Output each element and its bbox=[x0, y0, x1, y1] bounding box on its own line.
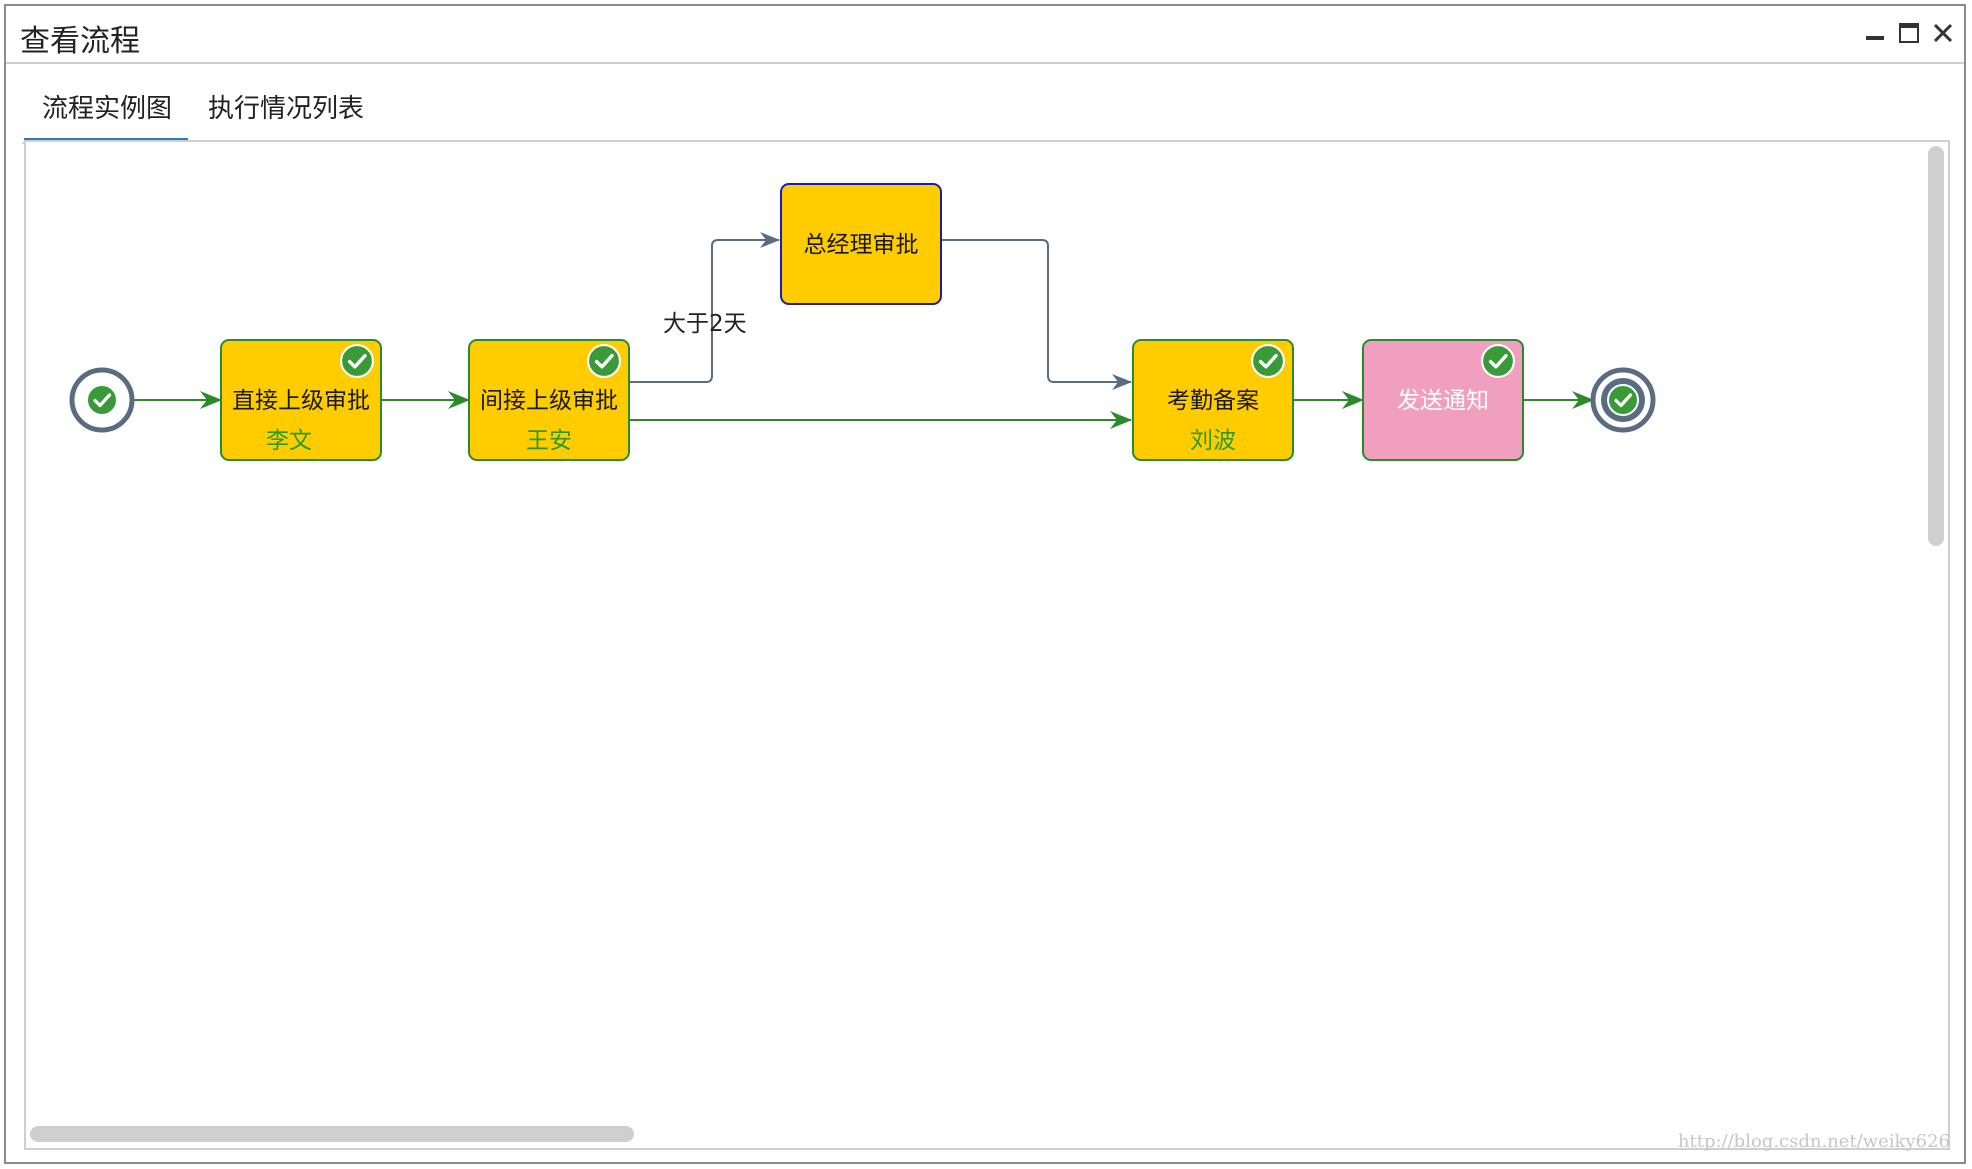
process-view-window: 查看流程 流程实例图 执行情况列表 bbox=[4, 4, 1966, 1164]
task-assignee: 李文 bbox=[266, 428, 312, 454]
task-title: 间接上级审批 bbox=[480, 388, 618, 414]
task-title: 发送通知 bbox=[1397, 388, 1489, 414]
start-event[interactable] bbox=[69, 367, 135, 433]
minimize-icon bbox=[1866, 36, 1884, 40]
task-direct-supervisor[interactable]: 直接上级审批 李文 bbox=[220, 339, 382, 461]
task-general-manager[interactable]: 总经理审批 bbox=[780, 183, 942, 305]
window-title: 查看流程 bbox=[20, 24, 140, 59]
watermark: http://blog.csdn.net/weiky626 bbox=[1677, 1131, 1950, 1152]
close-icon bbox=[1933, 23, 1953, 43]
check-icon bbox=[340, 344, 374, 378]
check-icon bbox=[86, 384, 118, 416]
horizontal-scrollbar[interactable] bbox=[30, 1126, 634, 1142]
edge-gm-to-attendance bbox=[942, 239, 1132, 390]
task-title: 总经理审批 bbox=[804, 232, 919, 258]
task-title: 考勤备案 bbox=[1167, 388, 1259, 414]
tab-process-diagram[interactable]: 流程实例图 bbox=[42, 94, 173, 124]
check-icon bbox=[1607, 384, 1639, 416]
check-icon bbox=[587, 344, 621, 378]
process-diagram-canvas: 大于2天 直接上级审批 李文 间接上级审批 王安 bbox=[24, 140, 1950, 1150]
edge-indirect-to-gm bbox=[630, 232, 780, 383]
task-title: 直接上级审批 bbox=[232, 388, 370, 414]
task-attendance-record[interactable]: 考勤备案 刘波 bbox=[1132, 339, 1294, 461]
vertical-scrollbar[interactable] bbox=[1928, 146, 1944, 546]
condition-label: 大于2天 bbox=[663, 311, 747, 337]
task-send-notification[interactable]: 发送通知 bbox=[1362, 339, 1524, 461]
task-indirect-supervisor[interactable]: 间接上级审批 王安 bbox=[468, 339, 630, 461]
task-assignee: 王安 bbox=[526, 428, 572, 454]
minimize-button[interactable] bbox=[1858, 16, 1892, 50]
task-assignee: 刘波 bbox=[1190, 428, 1236, 454]
flow-diagram: 大于2天 直接上级审批 李文 间接上级审批 王安 bbox=[69, 183, 1656, 461]
check-icon bbox=[1251, 344, 1285, 378]
close-button[interactable] bbox=[1926, 16, 1960, 50]
end-event[interactable] bbox=[1590, 367, 1656, 433]
check-icon bbox=[1481, 344, 1515, 378]
title-bar: 查看流程 bbox=[6, 6, 1964, 64]
maximize-icon bbox=[1899, 23, 1919, 43]
tab-execution-list[interactable]: 执行情况列表 bbox=[208, 94, 365, 124]
maximize-button[interactable] bbox=[1892, 16, 1926, 50]
tab-bar: 流程实例图 执行情况列表 bbox=[22, 68, 1948, 144]
